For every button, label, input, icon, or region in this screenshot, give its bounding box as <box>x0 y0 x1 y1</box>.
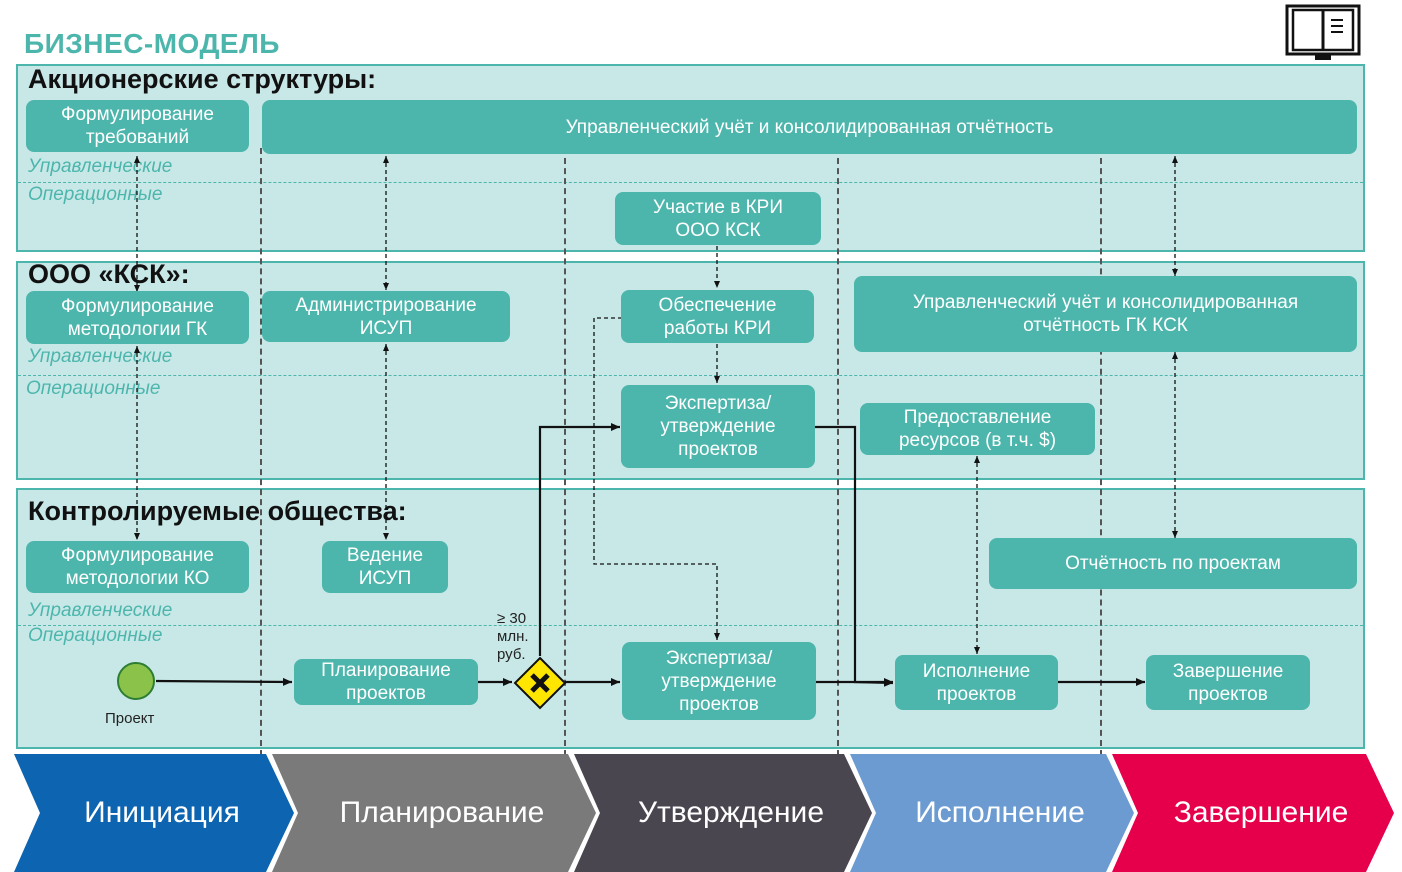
phase-divider <box>564 148 566 756</box>
start-event <box>117 662 155 700</box>
box-isup-maintenance: Ведение ИСУП <box>322 541 448 593</box>
page-title: БИЗНЕС-МОДЕЛЬ <box>24 28 280 59</box>
chevron-initiation <box>14 754 294 872</box>
phase-divider <box>260 148 262 756</box>
lane-label-managerial: Управленческие <box>28 600 173 621</box>
box-management-accounting: Управленческий учёт и консолидированная … <box>262 100 1357 154</box>
stage-approval: Утверждение <box>637 796 825 829</box>
box-project-reporting: Отчётность по проектам <box>989 538 1357 589</box>
chevron-execution <box>850 754 1134 872</box>
chevron-approval <box>574 754 872 872</box>
box-formulate-requirements: Формулирование требований <box>26 100 249 152</box>
chevron-completion <box>1112 754 1394 872</box>
lane-label-operational: Операционные <box>28 625 163 646</box>
lane-divider <box>18 375 1363 376</box>
stage-completion: Завершение <box>1173 796 1349 829</box>
book-icon <box>1285 4 1363 62</box>
box-admin-isup: Администрирование ИСУП <box>262 291 510 342</box>
box-expertise-ko: Экспертиза/ утверждение проектов <box>622 642 816 720</box>
box-management-accounting-gk: Управленческий учёт и консолидированная … <box>854 276 1357 352</box>
stage-planning: Планирование <box>339 796 545 829</box>
start-event-label: Проект <box>105 710 155 727</box>
band-title-shareholders: Акционерские структуры: <box>28 64 377 94</box>
band-title-ksk: ООО «КСК»: <box>28 259 190 289</box>
box-kri-participation: Участие в КРИ ООО КСК <box>615 192 821 245</box>
lane-divider <box>18 182 1363 183</box>
phase-divider <box>1100 148 1102 756</box>
lane-divider <box>18 625 1363 626</box>
box-resources: Предоставление ресурсов (в т.ч. $) <box>860 403 1095 455</box>
lane-label-operational: Операционные <box>26 378 161 399</box>
box-kri-support: Обеспечение работы КРИ <box>621 290 814 343</box>
box-methodology-ko: Формулирование методологии КО <box>26 541 249 593</box>
box-project-completion: Завершение проектов <box>1146 655 1310 710</box>
lane-label-operational: Операционные <box>28 184 163 205</box>
box-methodology-gk: Формулирование методологии ГК <box>26 291 249 344</box>
gateway-label: ≥ 30 млн. руб. <box>497 610 529 663</box>
chevron-planning <box>272 754 596 872</box>
x-icon <box>513 656 567 710</box>
phase-divider <box>837 148 839 756</box>
box-project-planning: Планирование проектов <box>294 659 478 705</box>
box-expertise-ksk: Экспертиза/ утверждение проектов <box>621 385 815 468</box>
stage-initiation: Инициация <box>84 796 240 829</box>
band-title-controlled: Контролируемые общества: <box>28 496 407 526</box>
box-project-execution: Исполнение проектов <box>895 655 1058 710</box>
stage-execution: Исполнение <box>915 796 1085 829</box>
